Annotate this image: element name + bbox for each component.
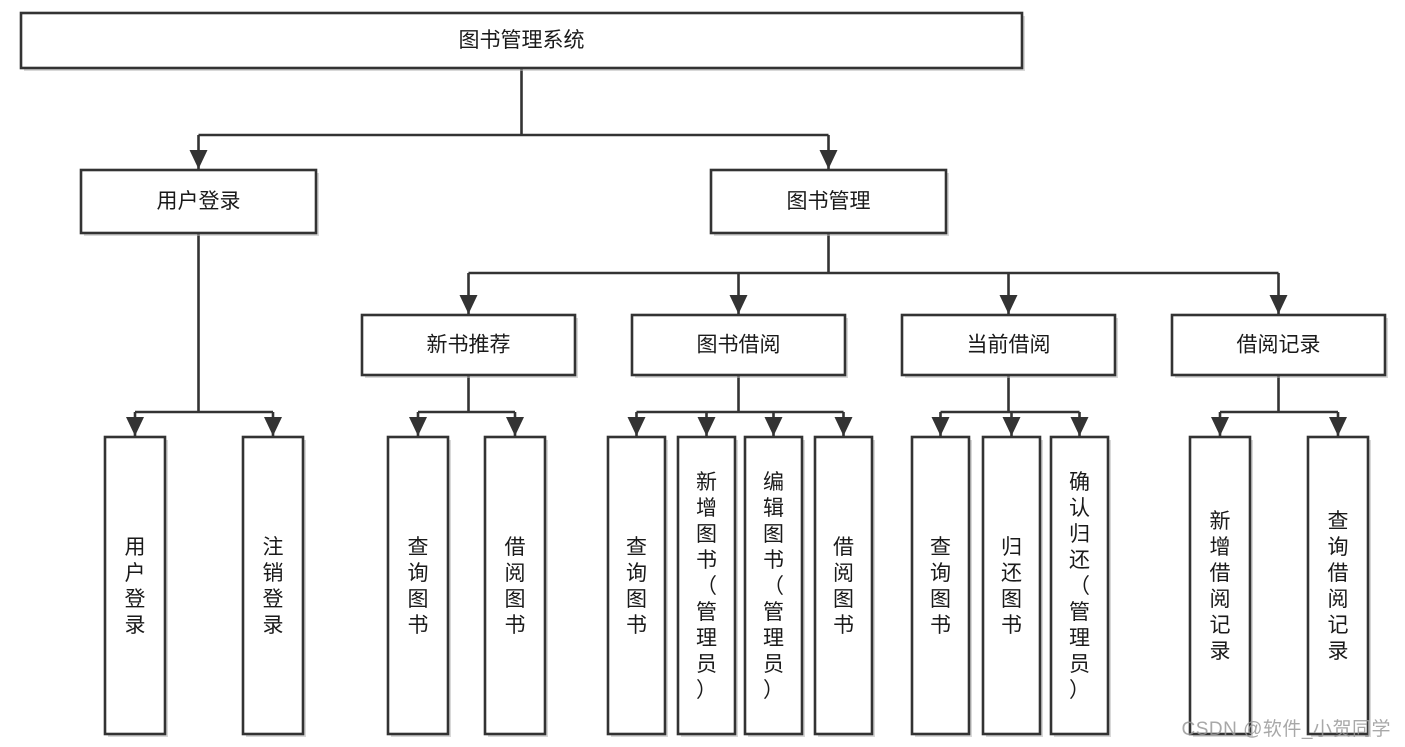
node-borrow-record[interactable]: 借阅记录 bbox=[1170, 313, 1388, 378]
node-leaf-add-borrow-record[interactable]: 新增借阅记录 bbox=[1188, 435, 1253, 737]
arrow-head bbox=[729, 295, 748, 314]
node-leaf-user-login[interactable]: 用户登录 bbox=[103, 435, 168, 737]
node-user-login[interactable]: 用户登录 bbox=[79, 168, 319, 236]
node-leaf-return-book[interactable]: 归还图书 bbox=[981, 435, 1043, 737]
node-book-manage[interactable]: 图书管理 bbox=[709, 168, 949, 236]
watermark-label: CSDN @软件_小贺同学 bbox=[1181, 719, 1391, 740]
arrow-head bbox=[819, 150, 838, 169]
arrow-head bbox=[764, 417, 783, 436]
node-label: 新增图书（管理员） bbox=[696, 471, 717, 702]
node-box[interactable] bbox=[103, 435, 167, 736]
arrow-head bbox=[834, 417, 853, 436]
node-leaf-logout-login[interactable]: 注销登录 bbox=[241, 435, 306, 737]
node-box[interactable] bbox=[483, 435, 547, 736]
node-label: 查询图书 bbox=[930, 536, 951, 637]
node-box[interactable] bbox=[910, 435, 971, 736]
node-leaf-borrow-book-1[interactable]: 借阅图书 bbox=[483, 435, 548, 737]
node-label: 注销登录 bbox=[263, 536, 284, 637]
node-box[interactable] bbox=[1306, 435, 1370, 736]
node-box[interactable] bbox=[676, 435, 737, 736]
node-leaf-query-book-1[interactable]: 查询图书 bbox=[386, 435, 451, 737]
node-label: 用户登录 bbox=[157, 190, 241, 213]
arrow-head bbox=[1269, 295, 1288, 314]
node-box[interactable] bbox=[981, 435, 1042, 736]
node-label: 归还图书 bbox=[1001, 536, 1022, 637]
node-label: 查询借阅记录 bbox=[1328, 510, 1349, 663]
arrow-head bbox=[697, 417, 716, 436]
node-box[interactable] bbox=[19, 11, 1024, 70]
arrow-head bbox=[409, 417, 427, 436]
node-label: 图书借阅 bbox=[697, 334, 781, 357]
arrow-head bbox=[1002, 417, 1021, 436]
arrow-head bbox=[1329, 417, 1347, 436]
node-box[interactable] bbox=[386, 435, 450, 736]
node-leaf-query-borrow-record[interactable]: 查询借阅记录 bbox=[1306, 435, 1371, 737]
node-label: 借阅图书 bbox=[833, 536, 854, 637]
node-label: 用户登录 bbox=[125, 536, 146, 637]
node-label: 确认归还（管理员） bbox=[1069, 471, 1090, 702]
node-leaf-confirm-return-admin[interactable]: 确认归还（管理员） bbox=[1049, 435, 1111, 737]
arrow-head bbox=[627, 417, 646, 436]
node-label: 借阅记录 bbox=[1237, 334, 1321, 357]
node-box[interactable] bbox=[743, 435, 804, 736]
node-leaf-edit-book-admin[interactable]: 编辑图书（管理员） bbox=[743, 435, 805, 737]
node-box[interactable] bbox=[1188, 435, 1252, 736]
node-box[interactable] bbox=[241, 435, 305, 736]
node-leaf-borrow-book-2[interactable]: 借阅图书 bbox=[813, 435, 875, 737]
node-book-borrow[interactable]: 图书借阅 bbox=[630, 313, 848, 378]
node-leaf-query-book-3[interactable]: 查询图书 bbox=[910, 435, 972, 737]
node-root[interactable]: 图书管理系统 bbox=[19, 11, 1025, 71]
connectors-layer bbox=[126, 68, 1347, 436]
node-label: 借阅图书 bbox=[505, 536, 526, 637]
node-box[interactable] bbox=[630, 313, 847, 377]
node-box[interactable] bbox=[606, 435, 667, 736]
arrow-head bbox=[1070, 417, 1089, 436]
arrow-head bbox=[264, 417, 282, 436]
node-box[interactable] bbox=[1170, 313, 1387, 377]
node-leaf-add-book-admin[interactable]: 新增图书（管理员） bbox=[676, 435, 738, 737]
node-label: 查询图书 bbox=[408, 536, 429, 637]
node-label: 编辑图书（管理员） bbox=[763, 471, 784, 702]
node-current-borrow[interactable]: 当前借阅 bbox=[900, 313, 1118, 378]
arrow-head bbox=[999, 295, 1018, 314]
node-box[interactable] bbox=[709, 168, 948, 235]
arrow-head bbox=[459, 295, 478, 314]
node-box[interactable] bbox=[813, 435, 874, 736]
node-box[interactable] bbox=[79, 168, 318, 235]
arrow-head bbox=[1211, 417, 1229, 436]
node-label: 图书管理 bbox=[787, 190, 871, 213]
node-box[interactable] bbox=[360, 313, 577, 377]
node-label: 图书管理系统 bbox=[459, 29, 585, 52]
nodes-layer: 图书管理系统用户登录图书管理新书推荐图书借阅当前借阅借阅记录用户登录注销登录查询… bbox=[19, 11, 1388, 737]
node-new-book-recommend[interactable]: 新书推荐 bbox=[360, 313, 578, 378]
node-leaf-query-book-2[interactable]: 查询图书 bbox=[606, 435, 668, 737]
node-label: 当前借阅 bbox=[967, 334, 1051, 357]
arrow-head bbox=[126, 417, 144, 436]
arrow-head bbox=[189, 150, 208, 169]
node-label: 新书推荐 bbox=[427, 334, 511, 357]
node-label: 新增借阅记录 bbox=[1210, 510, 1231, 663]
node-label: 查询图书 bbox=[626, 536, 647, 637]
arrow-head bbox=[506, 417, 524, 436]
arrow-head bbox=[931, 417, 950, 436]
node-box[interactable] bbox=[900, 313, 1117, 377]
node-box[interactable] bbox=[1049, 435, 1110, 736]
